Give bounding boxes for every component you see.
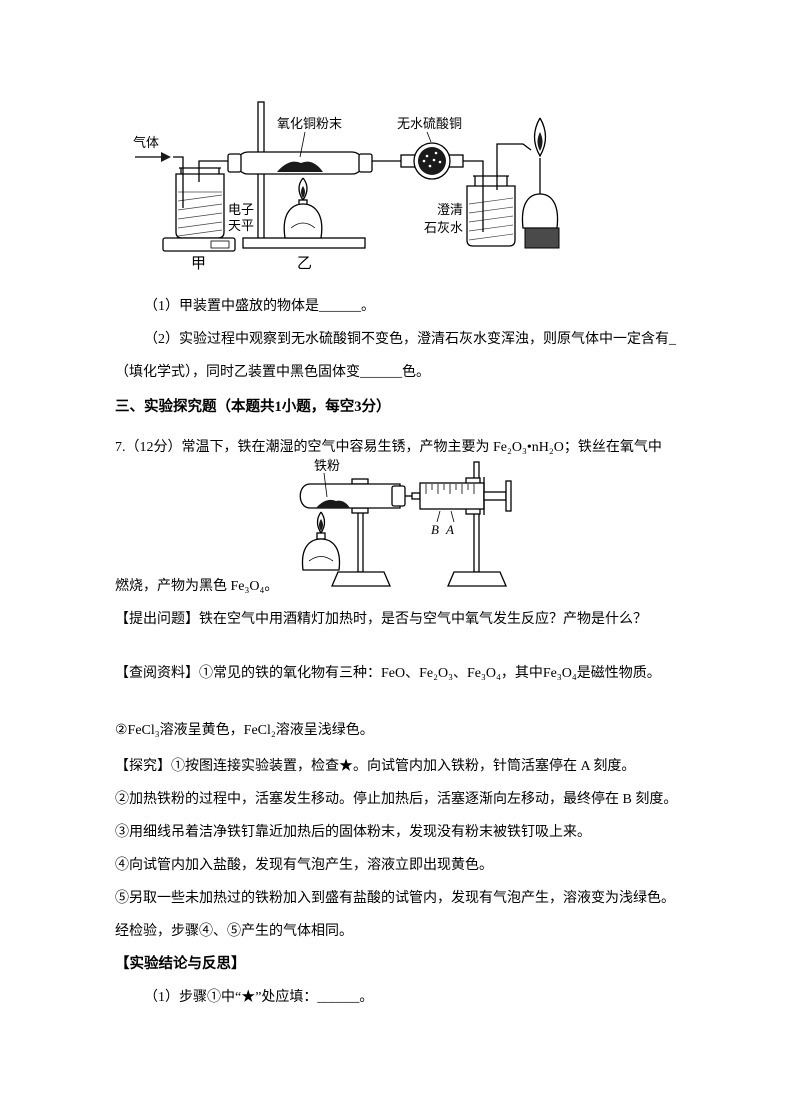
q7-explore-4: ④向试管内加入盐酸，发现有气泡产生，溶液立即出现黄色。 (115, 858, 493, 873)
q7-explore-1: 【探究】①按图连接实验装置，检查★。向试管内加入铁粉，针筒活塞停在 A 刻度。 (115, 759, 636, 774)
limewater-label-line2: 石灰水 (424, 220, 463, 235)
iron-powder (316, 499, 350, 508)
limewater-bottle (466, 175, 516, 247)
outlet-tube (198, 160, 231, 182)
q7-conclusion-1: （1）步骤①中“★”处应填：______。 (144, 990, 374, 1005)
liquid-hatching (177, 191, 223, 237)
test-tube (299, 483, 406, 509)
syringe (411, 477, 512, 515)
tail-burner (521, 158, 560, 249)
limewater-outlet-tube (496, 143, 532, 190)
scale-a-label: A (445, 522, 454, 537)
drying-bulb-cuso4 (400, 142, 464, 180)
q7-question: 【提出问题】铁在空气中用酒精灯加热时，是否与空气中氧气发生反应？产物是什么？ (115, 612, 647, 627)
q6-item-2-line2: （填化学式），同时乙装置中黑色固体变______色。 (115, 365, 430, 380)
syringe-graduations (425, 484, 475, 494)
scale-b-label: B (431, 522, 439, 537)
q7-explore-2: ②加热铁粉的过程中，活塞发生移动。停止加热后，活塞逐渐向左移动，最终停在 B 刻… (115, 792, 678, 807)
tail-gas-flame-icon (533, 117, 547, 158)
inlet-tube (173, 156, 184, 208)
gas-flow-arrow-icon (135, 152, 171, 162)
q7-reference-2: ②FeCl₃溶液呈黄色，FeCl₂溶液呈浅绿色。 (115, 723, 374, 738)
gas-label: 气体 (133, 135, 159, 150)
q6-item-2-line1: （2）实验过程中观察到无水硫酸铜不变色，澄清石灰水变浑浊，则原气体中一定含有_ (144, 332, 676, 347)
cuo-pointer-line (299, 131, 306, 158)
q7-explore-5: ⑤另取一些未加热过的铁粉加入到盛有盐酸的试管内，发现有气泡产生，溶液变为浅绿色。… (115, 891, 675, 939)
q7-reference-1: 【查阅资料】①常见的铁的氧化物有三种：FeO、Fe₂O₃、Fe₃O₄，其中Fe₃… (115, 666, 661, 681)
limewater-inlet-tube (463, 160, 484, 232)
q7-intro-line2: 燃烧，产物为黑色 Fe₃O₄。 (115, 579, 279, 594)
limewater-label-line1: 澄清 (437, 202, 463, 217)
limewater-hatching (468, 197, 514, 241)
copper-oxide-powder (277, 161, 323, 172)
apparatus-diagram-combustion-train: 气体 电子 天平 甲 (133, 101, 560, 272)
alcohol-lamp-yi (283, 177, 323, 239)
balance-label-line1: 电子 (228, 202, 254, 217)
device-yi-label: 乙 (297, 256, 312, 272)
cuo-powder-label: 氧化铜粉末 (277, 116, 342, 131)
device-jia-label: 甲 (191, 256, 206, 272)
q7-explore-3: ③用细线吊着洁净铁钉靠近加热后的固体粉末，发现没有粉末被铁钉吸上来。 (115, 825, 591, 840)
combustion-tube (227, 151, 373, 175)
section-heading: 三、实验探究题（本题共1小题，每空3分） (115, 399, 391, 415)
q7-conclusion-heading: 【实验结论与反思】 (115, 956, 246, 972)
left-stand (331, 478, 391, 587)
iron-powder-label: 铁粉 (314, 458, 340, 473)
balance-label-line2: 天平 (228, 218, 254, 233)
alcohol-lamp (301, 511, 341, 571)
iron-powder-pointer-line (323, 472, 328, 498)
q7-intro-line1: 7.（12分）常温下，铁在潮湿的空气中容易生锈，产物主要为 Fe₂O₃•nH₂O… (115, 440, 662, 455)
cuso4-label: 无水硫酸铜 (397, 116, 462, 131)
apparatus-diagram-iron-heating: 铁粉 (299, 458, 512, 587)
right-stand (447, 461, 507, 587)
q6-item-1: （1）甲装置中盛放的物体是______。 (144, 299, 375, 314)
electronic-balance (162, 237, 236, 252)
scale-a-pointer (450, 510, 455, 523)
scale-b-pointer (436, 510, 441, 523)
cuso4-pointer-line (426, 131, 432, 143)
